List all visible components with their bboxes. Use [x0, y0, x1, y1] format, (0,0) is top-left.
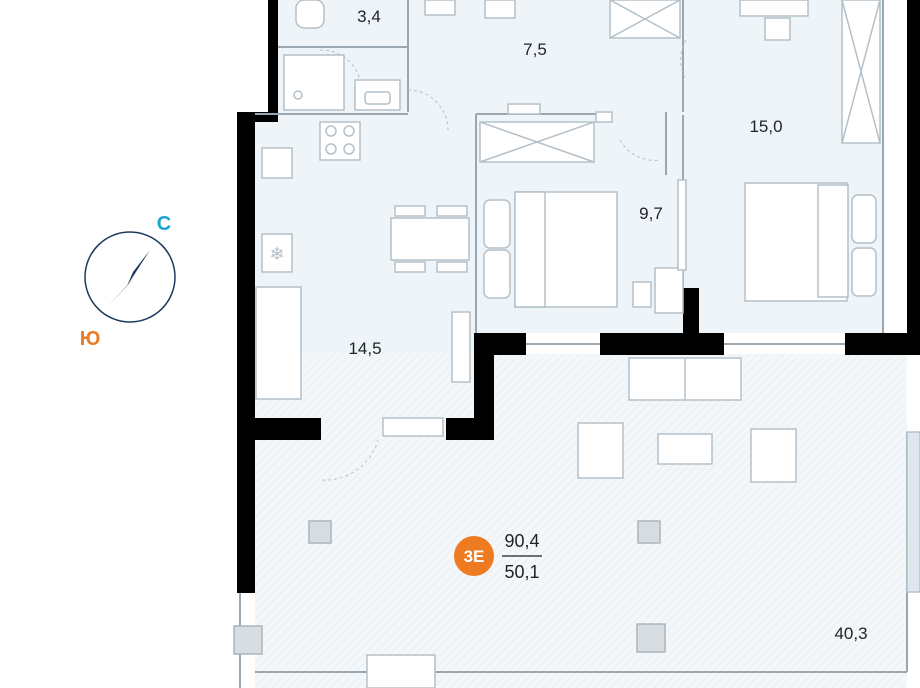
- north-label: С: [157, 213, 171, 235]
- terrace-armchair-2: [750, 428, 797, 483]
- compass-needle-south-icon: [108, 277, 135, 306]
- living-area-value: 50,1: [504, 562, 539, 582]
- washbasin: [354, 79, 401, 111]
- fridge: [261, 233, 293, 273]
- kitchen-area-label: 14,5: [348, 339, 381, 358]
- stove: [319, 121, 361, 161]
- terrace-window-right: [906, 431, 920, 593]
- compass-needle-icon: [127, 250, 150, 286]
- door-swings: [319, 39, 687, 481]
- hall-area-label: 7,5: [523, 40, 547, 59]
- terrace-floor: [255, 354, 907, 688]
- furniture: ❄: [255, 0, 920, 688]
- bedroom-large-area-label: 15,0: [749, 117, 782, 136]
- south-label: Ю: [80, 328, 101, 350]
- kitchen-sofa: [255, 286, 302, 400]
- terrace-area-label: 40,3: [834, 624, 867, 643]
- bedroom-small-area-label: 9,7: [639, 204, 663, 223]
- toilet: [295, 0, 325, 29]
- apartment-badge-circle: [454, 536, 494, 576]
- apartment-badge: 3Е 90,4 50,1: [454, 531, 542, 582]
- terrace-columns: [233, 520, 666, 655]
- compass-ring: [84, 231, 176, 323]
- terrace-armchair-1: [577, 422, 624, 479]
- room-labels: 3,4 7,5 15,0 9,7 14,5 40,3: [348, 7, 867, 643]
- shower: [283, 54, 345, 111]
- dining-table: [390, 217, 470, 261]
- walls: [237, 0, 920, 593]
- total-area-value: 90,4: [504, 531, 539, 551]
- svg-text:❄: ❄: [269, 244, 284, 265]
- terrace-table: [657, 433, 713, 465]
- compass: С Ю: [80, 213, 176, 350]
- apartment-badge-label: 3Е: [464, 547, 485, 566]
- bathroom-area-label: 3,4: [357, 7, 381, 26]
